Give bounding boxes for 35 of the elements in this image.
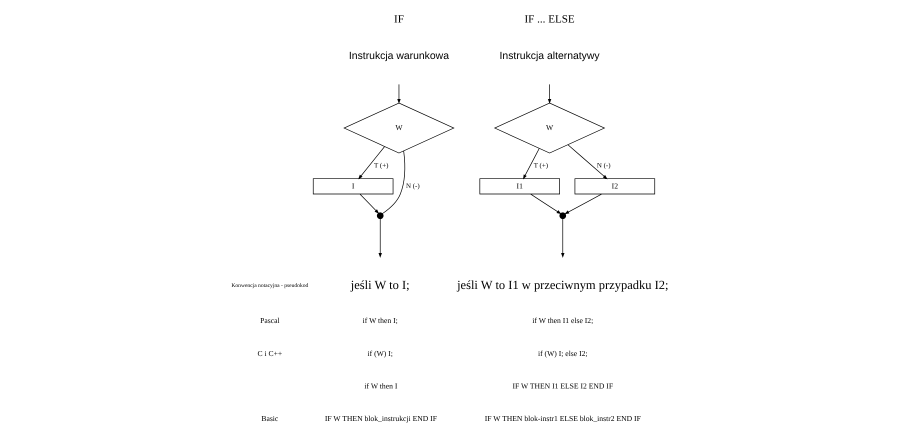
label: if (W) I; else I2; xyxy=(538,348,588,358)
node-diamond: W xyxy=(494,102,606,154)
arrow xyxy=(561,218,564,258)
arrow xyxy=(548,84,552,104)
arrow xyxy=(397,84,401,104)
node-box: I1 xyxy=(479,178,560,194)
label: Pascal xyxy=(260,316,280,326)
node-diamond: W xyxy=(343,102,455,154)
label: if W then I1 else I2; xyxy=(532,316,594,326)
node-box: I xyxy=(312,178,394,194)
arrow xyxy=(564,194,602,214)
arrow xyxy=(530,194,562,214)
arrow xyxy=(358,146,385,180)
label: C i C++ xyxy=(258,348,282,358)
label: IF W THEN blok-instr1 ELSE blok_instr2 END IF xyxy=(484,414,641,424)
arrow xyxy=(360,194,380,214)
label: if W then I; xyxy=(362,316,398,326)
label: if (W) I; xyxy=(368,348,393,358)
label: jeśli W to I1 w przeciwnym przypadku I2; xyxy=(457,278,668,292)
label: Instrukcja alternatywy xyxy=(500,50,600,62)
node-point xyxy=(559,212,566,220)
label: IF W THEN I1 ELSE I2 END IF xyxy=(512,381,614,390)
label: if W then I xyxy=(364,381,398,390)
arrow xyxy=(568,144,608,180)
node-point xyxy=(376,212,384,220)
label: Instrukcja warunkowa xyxy=(348,50,449,62)
arrow xyxy=(522,148,540,180)
node-box: I2 xyxy=(574,178,656,194)
connector xyxy=(382,150,406,214)
arrow xyxy=(378,218,382,258)
label: IF xyxy=(394,14,404,26)
label: jeśli W to I; xyxy=(350,278,410,292)
label: Basic xyxy=(261,414,278,424)
label: IF W THEN blok_instrukcji END IF xyxy=(324,414,437,424)
label: IF ... ELSE xyxy=(524,14,575,26)
